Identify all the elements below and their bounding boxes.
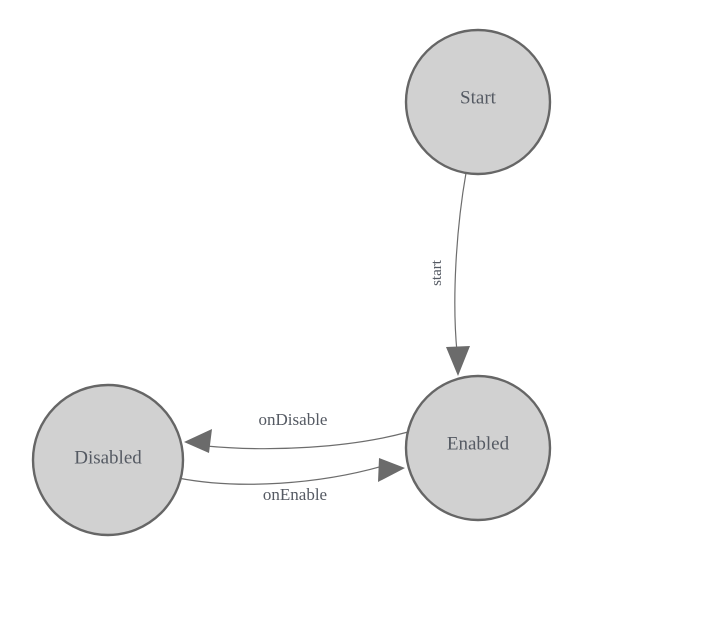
edge-disabled-to-enabled-line xyxy=(177,465,384,485)
edge-label-on-enable: onEnable xyxy=(263,485,327,504)
node-disabled[interactable]: Disabled xyxy=(31,383,185,537)
edge-enabled-to-disabled-arrowhead xyxy=(184,429,212,453)
node-enabled[interactable]: Enabled xyxy=(404,374,552,522)
edge-disabled-to-enabled[interactable] xyxy=(177,458,405,485)
edge-disabled-to-enabled-arrowhead xyxy=(378,458,405,482)
edge-label-on-disable: onDisable xyxy=(259,410,328,429)
node-disabled-circle xyxy=(31,383,185,537)
node-start-circle xyxy=(404,28,552,176)
edge-start-to-enabled[interactable] xyxy=(446,172,470,376)
node-enabled-label: Enabled xyxy=(447,433,510,454)
edge-enabled-to-disabled-line xyxy=(205,431,409,450)
edge-start-to-enabled-line xyxy=(454,172,467,353)
node-disabled-label: Disabled xyxy=(74,447,142,468)
node-start-label: Start xyxy=(460,87,497,108)
node-enabled-circle xyxy=(404,374,552,522)
edge-label-start: start xyxy=(429,259,445,286)
edge-start-to-enabled-arrowhead xyxy=(446,346,470,376)
node-start[interactable]: Start xyxy=(404,28,552,176)
edge-enabled-to-disabled[interactable] xyxy=(184,429,409,453)
